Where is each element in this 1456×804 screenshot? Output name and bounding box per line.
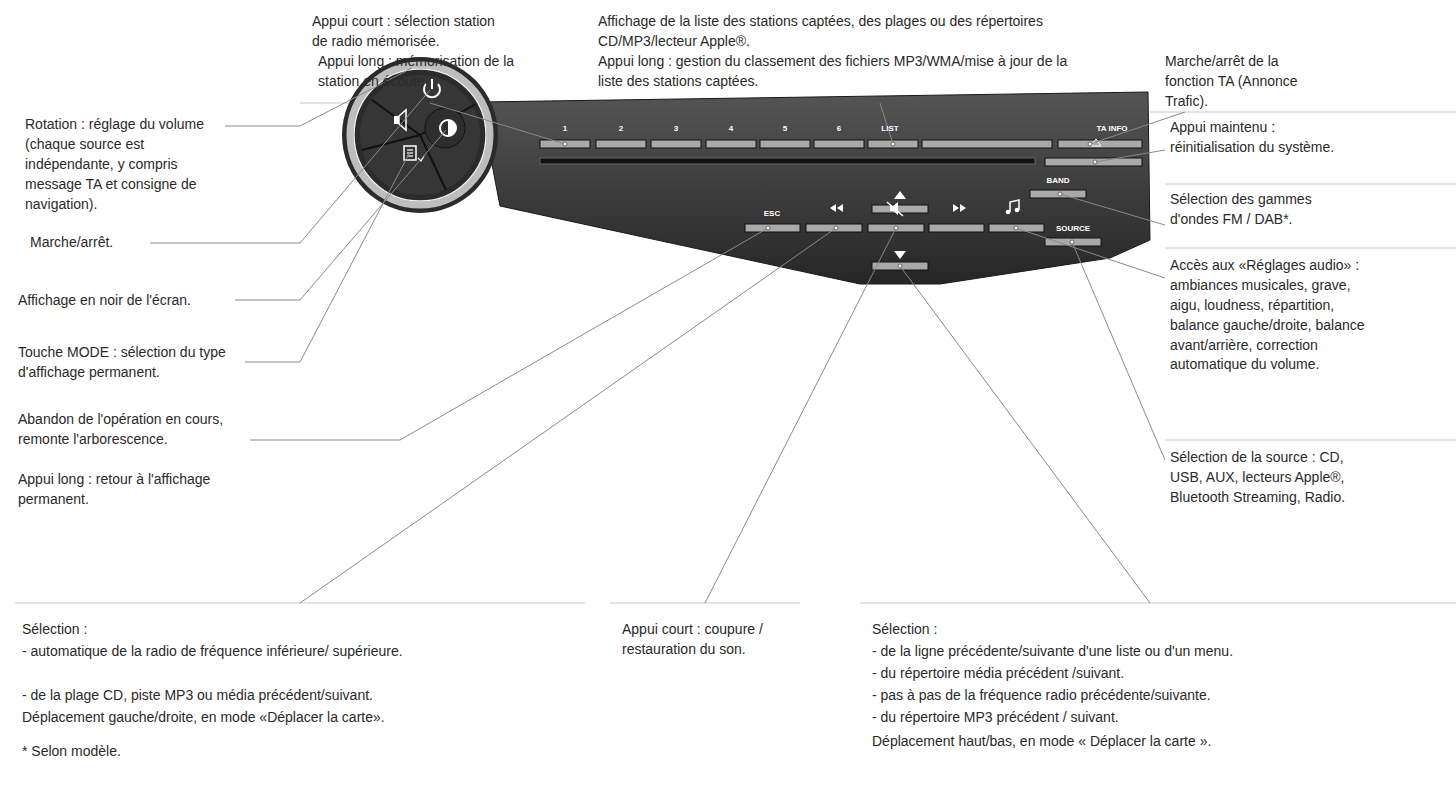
body-text: Sélection des gammes d'ondes FM / DAB*. [1170,190,1350,230]
button-label: SOURCE [1056,225,1090,233]
body-text: Rotation : réglage du volume (chaque sou… [25,115,230,214]
leader-lines [150,68,1185,603]
button-label: 6 [837,125,841,133]
button-label: TA INFO [1096,125,1127,133]
button-label: 1 [563,125,567,133]
button-label: BAND [1046,177,1069,185]
body-text: Marche/arrêt. [30,233,230,253]
body-text: Affichage de la liste des stations capté… [598,12,1068,52]
body-text: Déplacement haut/bas, en mode « Déplacer… [872,732,1442,752]
button-label: 3 [674,125,678,133]
body-text: Déplacement gauche/droite, en mode «Dépl… [22,708,592,728]
body-text: Sélection de la source : CD, USB, AUX, l… [1170,448,1365,508]
body-text: Marche/arrêt de la fonction TA (Annonce … [1165,52,1315,112]
buttons [540,140,1142,270]
body-text: - automatique de la radio de fréquence i… [22,642,492,662]
panel-body [480,92,1150,284]
body-text: Affichage en noir de l'écran. [18,291,233,311]
body-text: Appui maintenu : réinitialisation du sys… [1170,118,1360,158]
button-icons [830,139,1101,259]
body-text: Appui long : retour à l'affichage perman… [18,470,233,510]
body-text: Appui long : gestion du classement des f… [598,52,1078,92]
body-text: Sélection : [872,620,1172,640]
button-label: ESC [764,210,780,218]
body-text: Appui long : mémorisation de la station … [318,52,518,92]
body-text: Sélection : [22,620,322,640]
body-text: - de la ligne précédente/suivante d'une … [872,642,1442,662]
body-text: Abandon de l'opération en cours, remonte… [18,410,243,450]
body-text: Accès aux «Réglages audio» : ambiances m… [1170,256,1375,375]
leader-dots [563,142,1097,268]
body-text: - de la plage CD, piste MP3 ou média pré… [22,686,582,706]
body-text: Appui court : coupure / restauration du … [622,620,792,660]
button-label: 4 [729,125,733,133]
body-text: - pas à pas de la fréquence radio précéd… [872,686,1442,706]
button-label: LIST [881,125,898,133]
body-text: - du répertoire MP3 précédent / suivant. [872,708,1442,728]
body-text: Appui court : sélection station de radio… [312,12,497,52]
cd-slot [540,158,1035,164]
body-text: - du répertoire média précédent /suivant… [872,664,1442,684]
body-text: * Selon modèle. [22,742,222,762]
body-text: Touche MODE : sélection du type d'affich… [18,343,243,383]
button-label: 5 [783,125,787,133]
button-label: 2 [619,125,623,133]
